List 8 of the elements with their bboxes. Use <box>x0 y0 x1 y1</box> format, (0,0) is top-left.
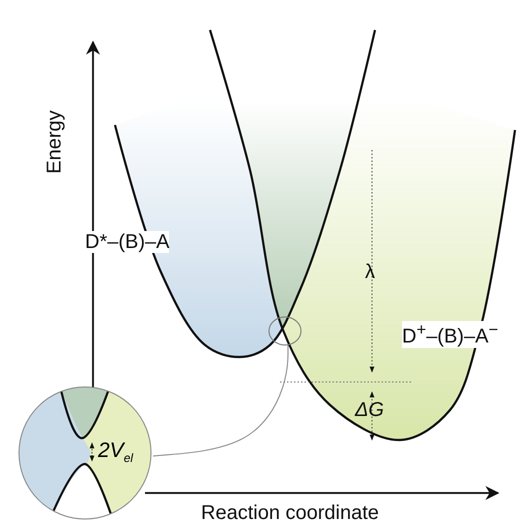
leader-line <box>152 344 288 456</box>
state-label: D$^{+}$–(B)–A$^{−}$ <box>402 321 498 348</box>
axis-title: Energy <box>44 110 64 174</box>
reorganization-energy-label: λ <box>365 262 375 282</box>
coupling-label: 2V$_{el}$ <box>98 440 134 464</box>
free-energy-label: ΔG <box>355 400 384 420</box>
axis-title: Reaction coordinate <box>201 503 379 523</box>
state-label: D*–(B)–A <box>85 231 170 253</box>
